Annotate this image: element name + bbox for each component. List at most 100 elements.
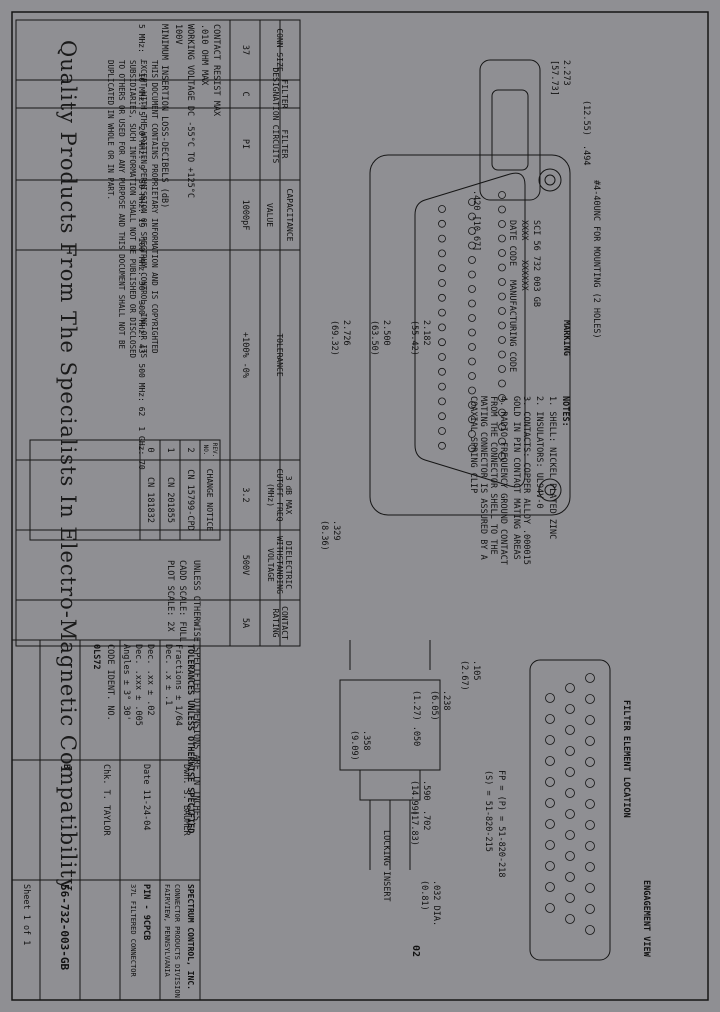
filter-element	[545, 735, 555, 745]
pin-contact	[438, 367, 446, 376]
dim-081: (0.81)	[419, 880, 429, 911]
filter-element	[565, 830, 575, 840]
dim-2273: 2.273	[561, 60, 571, 86]
dim-mounting: #4-40UNC FOR MOUNTING (2 HOLES)	[591, 180, 601, 339]
filter-element	[585, 778, 595, 788]
pin-contact	[498, 452, 506, 460]
date-code-label: DATE CODE	[507, 220, 517, 267]
val-contact-resist: .010 OHM MAX	[199, 24, 209, 86]
note-1: 1. SHELL: NICKEL PLATED ZINC	[547, 396, 557, 540]
pin-contact	[438, 205, 446, 213]
pin-contact	[498, 394, 506, 402]
sheet-number: Sheet 1 of 1	[21, 884, 31, 946]
marking-code: XXXXXX	[519, 260, 529, 291]
mfg-code-label: MANUFACTURING CODE	[507, 280, 517, 373]
val-capacitance: 1000pF	[240, 199, 250, 231]
dim-1255: (12.55)	[581, 100, 591, 136]
pin-contact	[438, 219, 446, 228]
filter-element	[545, 819, 555, 829]
pin-contact	[498, 365, 506, 373]
locking-insert: LOCKING INSERT	[381, 830, 391, 902]
pin-contact	[438, 338, 446, 347]
filter-element	[585, 925, 595, 935]
val-conn-size: 37	[240, 44, 250, 56]
fs-part: (S) = 51-820-215	[483, 770, 493, 852]
filter-element	[585, 904, 595, 914]
val-contact-rating: 5A	[240, 617, 250, 629]
dim-6932: (69.32)	[329, 320, 339, 356]
pin-contact	[498, 191, 506, 199]
plot-text: PLOT SCALE: 2X	[165, 560, 175, 632]
hdr-cutoff: 3 dB MAX CUTOFF FREQ (MHz)	[266, 468, 294, 522]
filter-element	[545, 840, 555, 850]
filter-element	[565, 746, 575, 756]
pin-contact	[468, 444, 476, 453]
pin-contact	[498, 263, 506, 272]
val-dielectric: 500V	[240, 554, 250, 576]
val-cutoff: 3.2	[240, 487, 250, 503]
filter-element	[585, 841, 595, 851]
notes-heading: NOTES:	[560, 396, 570, 427]
insertion-loss-cell: 10 MHz: 5	[137, 72, 146, 116]
dim-5542: (55.42)	[409, 320, 419, 356]
division: CONNECTOR PRODUCTS DIVISION	[173, 884, 181, 998]
tolerance-1: Dec. .x ± .1	[163, 644, 173, 706]
pin-contact	[468, 343, 476, 351]
marking-part: SCI 56 732 003 GB	[531, 220, 541, 307]
pin-contact	[438, 427, 446, 435]
hdr-filter-circuits: FILTER CIRCUITS	[271, 124, 289, 164]
pin-contact	[468, 357, 476, 366]
filter-element	[545, 882, 555, 892]
insertion-loss-row: 5 MHz: -10 MHz: 520 MHz: 950 MHz: 19100 …	[135, 24, 154, 480]
fp-part: FP = (P) = 51-820-218	[496, 770, 506, 878]
rev-notice-2: CN 181832	[145, 476, 155, 524]
dim-494: .494	[581, 145, 591, 166]
rev-no-0: 2	[185, 447, 195, 453]
dim-605: (6.05)	[429, 690, 439, 721]
insertion-loss-cell: 500 MHz: 62	[137, 363, 146, 417]
filter-element-location: FILTER ELEMENT LOCATION	[621, 700, 631, 818]
pin-contact	[468, 256, 476, 264]
marking-lot: XXXX	[519, 220, 529, 241]
pin-contact	[438, 293, 446, 302]
dim-5773: [57.73]	[549, 60, 559, 96]
note-3: 3. CONTACTS: COPPER ALLOY .000015 GOLD I…	[511, 396, 531, 565]
filter-element	[585, 883, 595, 893]
filter-element	[545, 903, 555, 913]
filter-element	[585, 736, 595, 746]
filter-element	[565, 809, 575, 819]
dim-1783: (17.83)	[409, 810, 419, 846]
filter-element	[585, 820, 595, 830]
insertion-loss-cell: 100 MHz: 30	[137, 237, 146, 291]
pin-contact	[498, 437, 506, 446]
rev-no-1: 1	[165, 447, 175, 453]
filter-element	[565, 914, 575, 924]
pin-contact	[498, 423, 506, 431]
insertion-loss-cell: 50 MHz: 19	[137, 179, 146, 228]
checked-by: Chk. T. TAYLOR	[101, 764, 111, 836]
insertion-loss-cell: 20 MHz: 9	[137, 125, 146, 170]
pin-contact	[498, 205, 506, 214]
pin-contact	[498, 220, 506, 228]
pin-contact	[498, 307, 506, 315]
hdr-insertion-loss: MINIMUM INSERTION LOSS-DECIBELS (dB)	[159, 24, 169, 209]
dim-702: .702	[421, 810, 431, 831]
filter-element	[545, 714, 555, 724]
pin-label: PIN - 9CPCB	[141, 884, 151, 941]
filter-element	[545, 693, 555, 703]
pin-contact	[468, 328, 476, 337]
dim-2500: 2.500	[381, 320, 391, 346]
dim-267: (2.67)	[459, 660, 469, 691]
pin-contact	[468, 241, 476, 250]
code-ident: 0LS72	[91, 644, 101, 670]
pin-contact	[468, 430, 476, 438]
filter-element	[565, 788, 575, 798]
pin-contact	[438, 441, 446, 450]
rev-hdr-rev: REV. NO.	[202, 442, 218, 458]
filter-element	[585, 694, 595, 704]
pin-contact	[498, 379, 506, 388]
pin-contact	[438, 412, 446, 421]
rev-notice-0: CN 15799-CPD	[185, 469, 195, 531]
